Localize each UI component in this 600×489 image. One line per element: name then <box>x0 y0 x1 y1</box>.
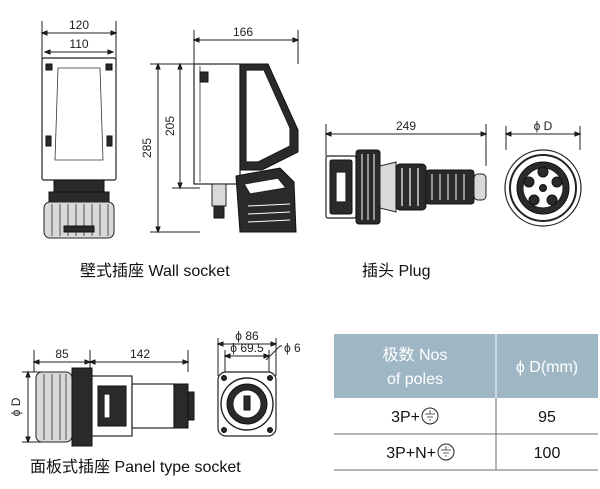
wall-socket-front-view: 120 110 <box>40 18 118 239</box>
pole-diameter-table: 极数 Nos of poles ϕ D(mm) 3P+ 95 3P+N+ <box>334 334 598 471</box>
wall-socket-side-view: 166 285 205 <box>140 25 300 234</box>
plug-front-view: ϕ D <box>504 119 582 227</box>
dim-panel-diameter: ϕ D <box>9 397 23 416</box>
dim-plug-diameter: ϕ D <box>534 119 553 133</box>
table-row: 3P+ 95 <box>391 407 556 426</box>
table-header-poles-line1: 极数 Nos <box>383 346 448 364</box>
dim-panel-rear: 142 <box>130 347 150 361</box>
table-header-bg <box>334 334 598 398</box>
dim-height-body: 205 <box>163 116 177 136</box>
earth-ground-icon <box>421 407 439 425</box>
table-cell-poles: 3P+N+ <box>386 445 436 462</box>
table-cell-diameter: 100 <box>534 445 561 462</box>
table-cell-poles: 3P+ <box>391 409 420 426</box>
dim-width-inner: 110 <box>69 37 88 51</box>
wall-socket-caption: 壁式插座 Wall socket <box>80 261 230 280</box>
dim-panel-phi86: ϕ 86 <box>235 329 259 343</box>
plug-caption: 插头 Plug <box>362 262 430 280</box>
plug-side-view: 249 <box>324 119 488 225</box>
table-header-poles-line2: of poles <box>387 371 443 388</box>
earth-ground-icon <box>437 443 455 461</box>
dim-panel-front: 85 <box>55 347 69 361</box>
dim-plug-length: 249 <box>396 119 416 133</box>
dim-panel-phi69: ϕ 69.5 <box>230 341 264 355</box>
dim-depth: 166 <box>233 25 253 39</box>
table-row: 3P+N+ 100 <box>386 443 561 462</box>
table-header-diameter: ϕ D(mm) <box>516 359 578 376</box>
panel-socket-caption: 面板式插座 Panel type socket <box>30 458 241 476</box>
dim-panel-phi6: ϕ 6 <box>284 341 301 355</box>
panel-socket-side-view: 85 142 ϕ D <box>9 347 195 447</box>
dim-width-outer: 120 <box>69 18 89 32</box>
dim-height-total: 285 <box>140 138 154 158</box>
panel-socket-front-view: ϕ 86 ϕ 69.5 ϕ 6 <box>216 329 301 437</box>
table-cell-diameter: 95 <box>538 409 556 426</box>
